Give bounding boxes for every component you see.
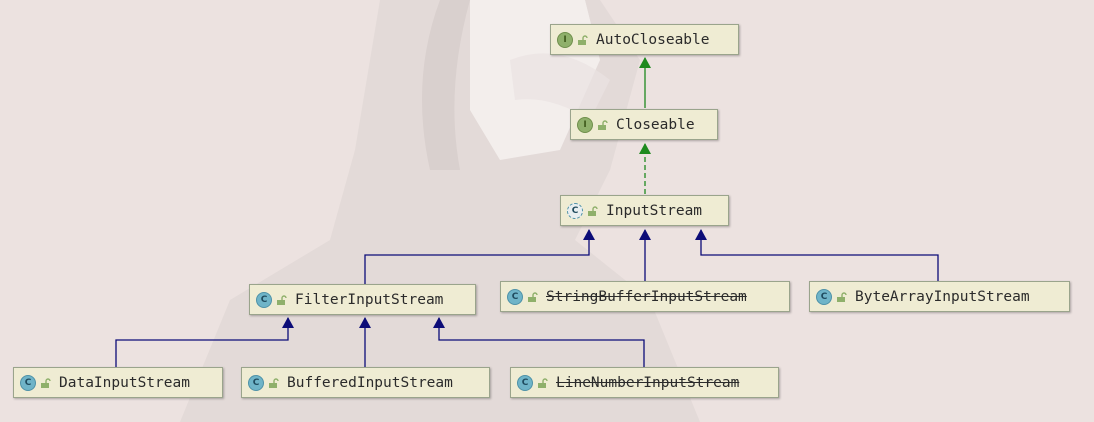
node-datainputstream[interactable]: C DataInputStream [13,367,223,398]
node-closeable[interactable]: I Closeable [570,109,718,140]
node-inputstream[interactable]: C InputStream [560,195,729,226]
edge-linenumberinputstream-to-filterinputstream [433,317,645,367]
node-filterinputstream[interactable]: C FilterInputStream [249,284,476,315]
interface-icon: I [557,31,573,48]
node-linenumberinputstream[interactable]: C LineNumberInputStream [510,367,779,398]
node-label: AutoCloseable [596,31,710,48]
interface-icon: I [577,116,593,133]
unlock-icon [528,291,538,302]
node-label: BufferedInputStream [287,374,453,391]
unlock-icon [538,377,548,388]
abstract-class-icon: C [567,202,583,219]
unlock-icon [41,377,51,388]
unlock-icon [598,119,608,130]
node-label: DataInputStream [59,374,190,391]
node-label: LineNumberInputStream [556,374,740,391]
node-label: FilterInputStream [295,291,444,308]
node-label: InputStream [606,202,703,219]
edge-filterinputstream-to-inputstream [364,229,595,284]
class-icon: C [20,374,36,391]
unlock-icon [837,291,847,302]
node-label: Closeable [616,116,695,133]
class-icon: C [816,288,832,305]
class-icon: C [256,291,272,308]
unlock-icon [588,205,598,216]
node-autocloseable[interactable]: I AutoCloseable [550,24,739,55]
class-icon: C [507,288,523,305]
unlock-icon [277,294,287,305]
node-bytearrayinputstream[interactable]: C ByteArrayInputStream [809,281,1070,312]
unlock-icon [269,377,279,388]
node-label: ByteArrayInputStream [855,288,1030,305]
node-label: StringBufferInputStream [546,288,747,305]
node-stringbufferinputstream[interactable]: C StringBufferInputStream [500,281,790,312]
unlock-icon [578,34,588,45]
edge-datainputstream-to-filterinputstream [115,317,294,367]
class-icon: C [248,374,264,391]
edge-bytearrayinputstream-to-inputstream [695,229,939,281]
node-bufferedinputstream[interactable]: C BufferedInputStream [241,367,490,398]
class-icon: C [517,374,533,391]
